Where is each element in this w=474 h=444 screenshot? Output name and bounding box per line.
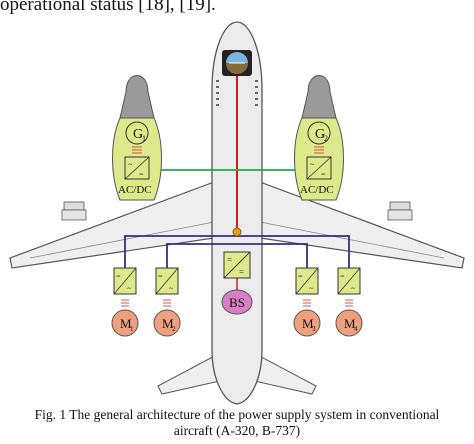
svg-text:~: ~ [127,284,132,293]
svg-text:=: = [139,170,144,179]
svg-text:~: ~ [351,284,356,293]
motor-4-label: M [344,316,356,331]
right-coil-icon [314,146,324,154]
cockpit-instrument-icon [222,50,252,76]
svg-text:=: = [158,272,163,281]
svg-text:=: = [321,170,326,179]
svg-text:~: ~ [309,284,314,293]
generator-left-label: G [133,127,143,142]
converter-left-label: AC/DC [118,184,152,196]
caption-line-1: Fig. 1 The general architecture of the p… [34,407,440,422]
svg-text:=: = [227,255,232,265]
converter-right-label: AC/DC [300,184,334,196]
svg-text:~: ~ [310,160,315,169]
caption-line-2: aircraft (A-320, B-737) [173,423,301,438]
motor-2-sub: 2 [172,325,176,333]
right-wing-flap [259,221,445,259]
windows-left [216,80,219,106]
left-wing-flap [29,221,215,259]
right-wing-pod [387,201,413,221]
right-nacelle-cone [301,75,337,119]
svg-text:=: = [298,272,303,281]
right-generator: G 2 [307,121,331,145]
svg-text:~: ~ [128,160,133,169]
right-wing [259,181,465,269]
motor-2-label: M [162,316,174,331]
svg-text:~: ~ [169,284,174,293]
battery-label: BS [229,295,245,310]
right-converter-icon: ~ = [306,156,332,180]
left-converter-icon: ~ = [124,156,150,180]
motor-unit-4: = ~ M 4 [335,267,363,337]
left-nacelle-cone [119,75,155,119]
motor-1-label: M [120,316,132,331]
motor-3-label: M [302,316,314,331]
motor-unit-3: = ~ M 3 [293,267,321,337]
left-wing-pod [61,201,87,221]
motor-1-sub: 1 [130,325,134,333]
svg-text:=: = [239,267,244,277]
left-wing [9,181,215,269]
svg-text:=: = [340,272,345,281]
generator-right-sub: 2 [324,134,328,143]
motor-unit-1: = ~ M 1 [111,267,139,337]
generator-right-label: G [315,127,325,142]
left-generator: G 1 [125,121,149,145]
motor-unit-2: = ~ M 2 [153,267,181,337]
bus-junction [232,227,242,237]
top-text: operational status [18], [19]. [0,0,216,15]
motor-3-sub: 3 [312,325,316,333]
generator-left-sub: 1 [142,134,146,143]
aircraft-diagram: G 1 ~ = AC/DC G 2 ~ = AC/DC [9,21,465,405]
battery: BS [221,289,253,315]
battery-converter-icon: = = [223,251,251,279]
motor-4-sub: 4 [354,325,358,333]
left-coil-icon [132,146,142,154]
windows-right [255,80,258,106]
figure-caption: Fig. 1 The general architecture of the p… [0,407,474,439]
svg-text:=: = [116,272,121,281]
